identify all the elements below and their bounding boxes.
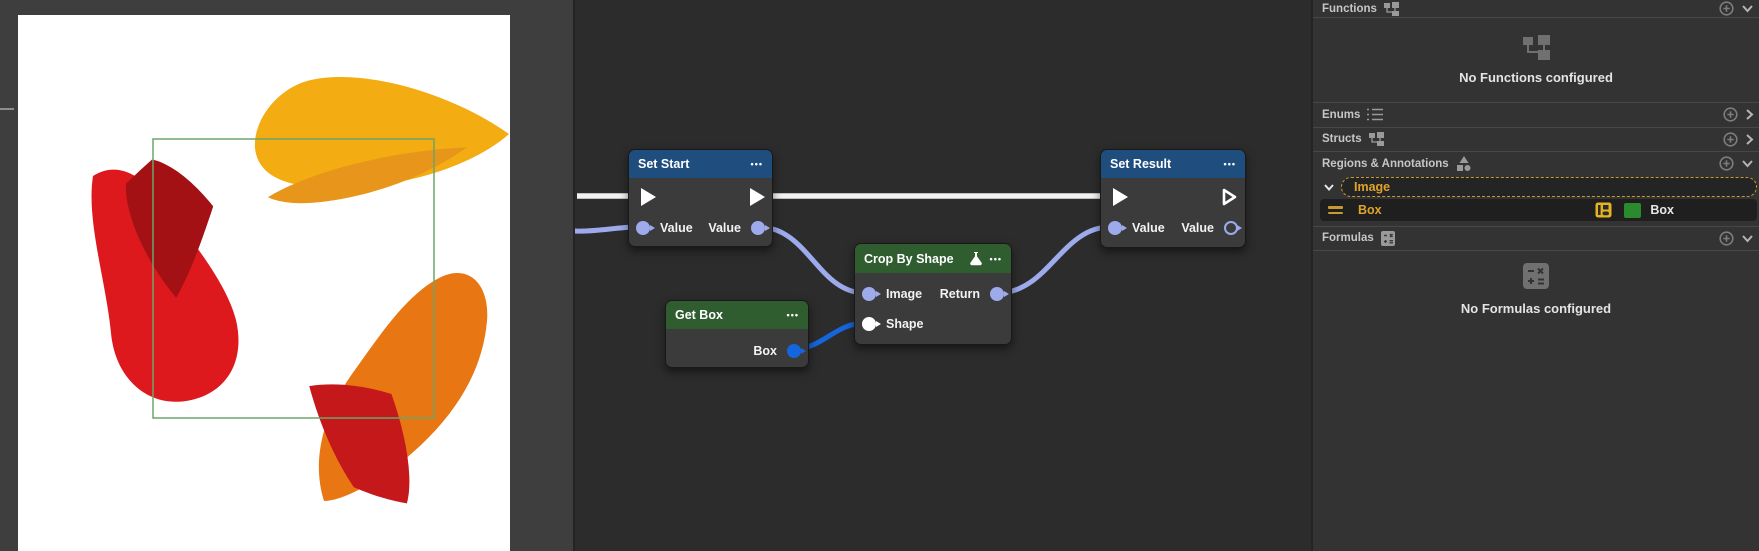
return-out-port[interactable]	[990, 287, 1009, 301]
port-label: Box	[753, 344, 777, 358]
node-set-result-header[interactable]: Set Result •••	[1101, 150, 1245, 178]
formulas-empty-icon	[1523, 263, 1549, 289]
node-menu-icon[interactable]: •••	[750, 159, 763, 169]
box-type-label: Box	[1650, 203, 1674, 217]
calculator-icon	[1380, 230, 1395, 246]
exec-in-port[interactable]	[641, 188, 656, 206]
port-label: Shape	[886, 317, 924, 331]
shape-in-port[interactable]	[862, 317, 881, 331]
box-item-label: Box	[1358, 203, 1382, 217]
exec-out-port-hollow[interactable]	[1221, 187, 1238, 207]
node-crop-by-shape-header[interactable]: Crop By Shape •••	[855, 244, 1011, 273]
node-title: Set Result	[1110, 157, 1172, 171]
formulas-empty-text: No Formulas configured	[1460, 301, 1612, 316]
node-menu-icon[interactable]: •••	[989, 253, 1002, 264]
node-crop-by-shape[interactable]: Crop By Shape ••• Image Return Shape	[854, 243, 1012, 345]
node-tree-icon	[1383, 1, 1399, 16]
section-label: Functions	[1322, 2, 1377, 15]
abstract-shapes-image	[91, 77, 509, 519]
port-label: Value	[660, 221, 693, 235]
port-label: Value	[1132, 221, 1165, 235]
node-title: Set Start	[638, 157, 690, 171]
shapes-icon	[1456, 156, 1471, 171]
splitter-handle[interactable]	[0, 108, 14, 110]
node-title: Crop By Shape	[864, 251, 954, 266]
numbered-list-icon	[1367, 108, 1384, 121]
tree-row-image[interactable]: Image	[1313, 177, 1759, 197]
section-regions-annotations[interactable]: Regions & Annotations	[1313, 151, 1759, 176]
start-to-crop-wire[interactable]	[756, 224, 868, 296]
section-label: Structs	[1322, 133, 1362, 145]
functions-empty-text: No Functions configured	[1459, 69, 1613, 85]
node-graph-canvas[interactable]: Set Start ••• Value Value Get Box •••	[575, 0, 1311, 551]
add-struct-button[interactable]	[1723, 131, 1738, 147]
chevron-down-icon[interactable]	[1741, 4, 1754, 13]
functions-empty-icon	[1522, 34, 1550, 60]
box-color-swatch[interactable]	[1624, 202, 1642, 218]
red-teardrop	[91, 169, 239, 402]
value-in-port[interactable]	[1108, 221, 1127, 235]
port-label: Value	[708, 221, 741, 235]
section-structs[interactable]: Structs	[1313, 127, 1759, 151]
node-title: Get Box	[675, 308, 723, 322]
add-formula-button[interactable]	[1719, 230, 1734, 246]
section-label: Enums	[1322, 108, 1361, 121]
node-tree-icon	[1368, 132, 1384, 146]
section-label: Regions & Annotations	[1322, 157, 1449, 170]
port-label: Value	[1181, 221, 1214, 235]
config-panel: Functions No Functions configured	[1313, 0, 1759, 551]
box-out-port[interactable]	[787, 344, 806, 358]
port-label: Return	[939, 287, 980, 301]
image-in-port[interactable]	[862, 287, 881, 301]
node-set-start-header[interactable]: Set Start •••	[629, 150, 772, 178]
functions-empty-state: No Functions configured	[1313, 17, 1759, 102]
chevron-right-icon[interactable]	[1745, 133, 1754, 146]
node-set-result[interactable]: Set Result ••• Value Value	[1100, 149, 1246, 248]
value-in-port[interactable]	[636, 221, 655, 235]
section-functions[interactable]: Functions	[1313, 0, 1759, 17]
region-badge-icon	[1595, 202, 1612, 218]
section-formulas[interactable]: Formulas	[1313, 226, 1759, 250]
formulas-empty-state: No Formulas configured	[1313, 263, 1759, 333]
node-get-box-header[interactable]: Get Box •••	[666, 301, 808, 329]
node-menu-icon[interactable]: •••	[1223, 159, 1236, 169]
image-viewer-panel	[0, 0, 573, 551]
chevron-down-icon[interactable]	[1323, 183, 1335, 192]
node-get-box[interactable]: Get Box ••• Box	[665, 300, 809, 368]
right-splitter[interactable]	[1311, 0, 1313, 551]
exec-in-port[interactable]	[1113, 188, 1128, 206]
chevron-down-icon[interactable]	[1741, 234, 1754, 243]
section-label: Formulas	[1322, 232, 1374, 244]
image-group-selected[interactable]: Image	[1341, 177, 1757, 197]
node-set-start[interactable]: Set Start ••• Value Value	[628, 149, 773, 247]
drag-handle-icon[interactable]	[1328, 206, 1343, 214]
add-enum-button[interactable]	[1723, 107, 1738, 122]
port-label: Image	[886, 287, 923, 301]
value-out-port-hollow[interactable]	[1224, 221, 1242, 235]
flask-icon	[969, 252, 982, 266]
tree-row-box[interactable]: Box Box	[1320, 199, 1757, 221]
box-region-overlay[interactable]	[152, 138, 435, 419]
node-menu-icon[interactable]: •••	[786, 310, 799, 320]
section-enums[interactable]: Enums	[1313, 102, 1759, 127]
left-splitter[interactable]	[573, 0, 575, 551]
value-out-port[interactable]	[751, 221, 770, 235]
chevron-down-icon[interactable]	[1741, 159, 1754, 168]
image-preview	[18, 15, 510, 551]
image-group-label: Image	[1354, 180, 1391, 194]
add-region-button[interactable]	[1719, 156, 1734, 171]
chevron-right-icon[interactable]	[1745, 108, 1754, 121]
crop-to-result-wire[interactable]	[995, 224, 1113, 296]
exec-out-port[interactable]	[750, 188, 765, 206]
add-function-button[interactable]	[1719, 1, 1734, 16]
